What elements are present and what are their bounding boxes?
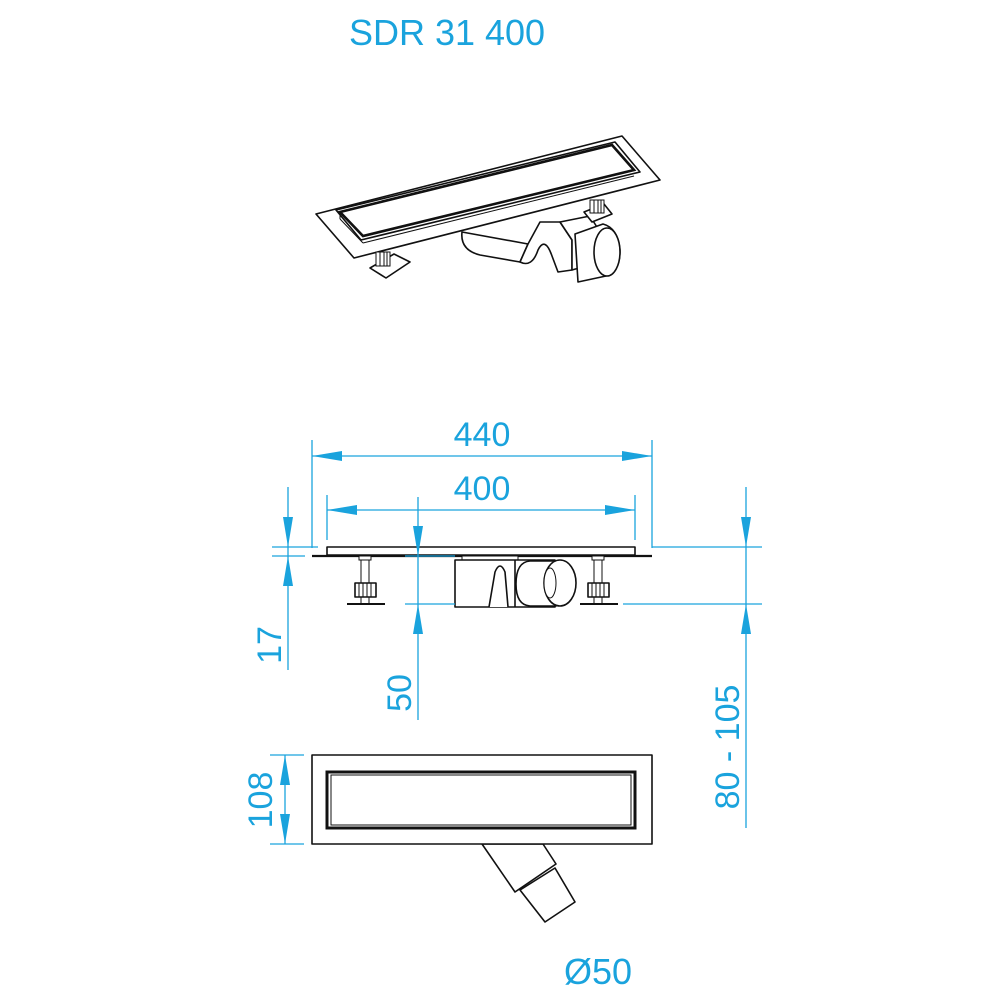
dim-label-440: 440 xyxy=(454,416,511,454)
iso-grate xyxy=(337,143,637,238)
isometric-view xyxy=(315,135,661,283)
dim-label-108: 108 xyxy=(242,772,280,829)
dim-label-outlet-diameter: Ø50 xyxy=(564,951,632,992)
side-leveling-foot-right xyxy=(580,555,618,605)
dimension-overall-length: 440 xyxy=(311,416,653,548)
dimension-installation-height: 80 - 105 xyxy=(623,487,762,828)
dimension-width: 108 xyxy=(242,754,304,845)
side-drain-body xyxy=(454,555,577,608)
dim-label-17: 17 xyxy=(251,626,289,664)
side-view xyxy=(312,546,652,608)
dim-label-80-105: 80 - 105 xyxy=(709,685,747,810)
dimension-flange-thickness: 17 xyxy=(251,487,318,670)
iso-leveling-foot-left xyxy=(369,251,411,279)
iso-leveling-foot-right xyxy=(583,199,613,223)
iso-drain-body xyxy=(461,215,621,283)
side-grate xyxy=(326,546,636,556)
dimension-body-depth: 50 xyxy=(381,497,455,720)
drawing-title: SDR 31 400 xyxy=(349,12,545,53)
dim-label-50: 50 xyxy=(381,674,419,712)
plan-outlet-pipe xyxy=(481,843,576,923)
dim-label-400: 400 xyxy=(454,470,511,508)
plan-view xyxy=(311,754,653,923)
dimension-grate-length: 400 xyxy=(326,470,636,540)
side-leveling-foot-left xyxy=(347,555,385,605)
